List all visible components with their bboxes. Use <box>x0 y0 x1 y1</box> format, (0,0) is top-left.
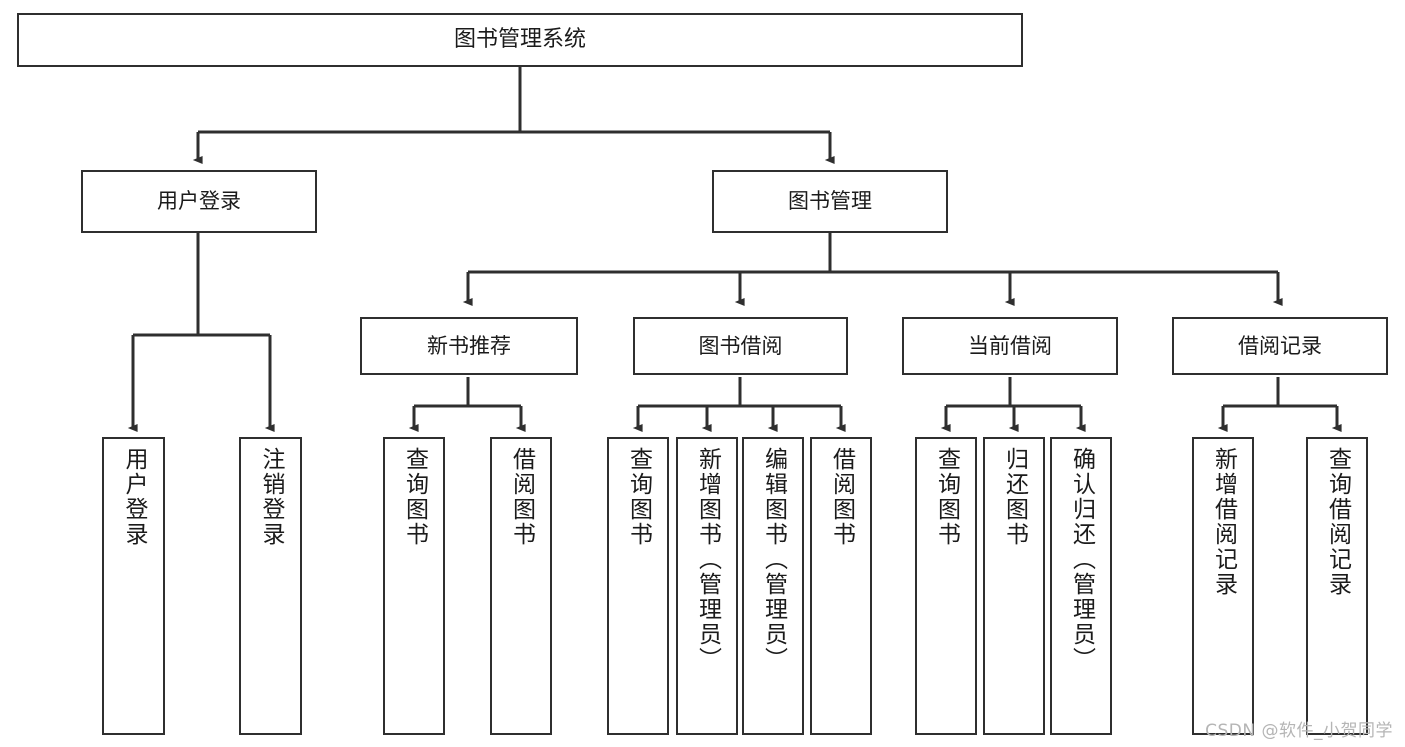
csdn-watermark: CSDN @软件_小贺同学 <box>1205 721 1393 741</box>
leaf-query-record[interactable]: 查询借阅记录 <box>1306 437 1368 735</box>
node-book-management-label: 图书管理 <box>788 189 872 214</box>
leaf-confirm-return[interactable]: 确认归还（管理员） <box>1050 437 1112 735</box>
leaf-add-book[interactable]: 新增图书（管理员） <box>676 437 738 735</box>
leaf-add-record[interactable]: 新增借阅记录 <box>1192 437 1254 735</box>
node-user-login[interactable]: 用户登录 <box>81 170 317 233</box>
leaf-query-book-3[interactable]: 查询图书 <box>915 437 977 735</box>
leaf-query-book-3-label: 查询图书 <box>933 447 960 547</box>
leaf-query-book-2-label: 查询图书 <box>625 447 652 547</box>
leaf-query-record-label: 查询借阅记录 <box>1324 447 1351 597</box>
node-borrow-record-label: 借阅记录 <box>1238 333 1322 358</box>
node-book-borrow-label: 图书借阅 <box>698 333 783 358</box>
leaf-borrow-book-1-label: 借阅图书 <box>508 447 535 547</box>
node-root[interactable]: 图书管理系统 <box>17 13 1023 67</box>
leaf-borrow-book-1[interactable]: 借阅图书 <box>490 437 552 735</box>
node-borrow-record[interactable]: 借阅记录 <box>1172 317 1388 375</box>
leaf-borrow-book-2[interactable]: 借阅图书 <box>810 437 872 735</box>
leaf-confirm-return-label: 确认归还（管理员） <box>1068 447 1095 672</box>
leaf-borrow-book-2-label: 借阅图书 <box>828 447 855 547</box>
node-root-label: 图书管理系统 <box>453 27 586 53</box>
node-new-book-recommend[interactable]: 新书推荐 <box>360 317 578 375</box>
node-current-borrow[interactable]: 当前借阅 <box>902 317 1118 375</box>
leaf-query-book-1[interactable]: 查询图书 <box>383 437 445 735</box>
node-book-management[interactable]: 图书管理 <box>712 170 948 233</box>
leaf-return-book[interactable]: 归还图书 <box>983 437 1045 735</box>
node-current-borrow-label: 当前借阅 <box>968 333 1052 358</box>
leaf-user-logout[interactable]: 注销登录 <box>239 437 302 735</box>
leaf-user-login[interactable]: 用户登录 <box>102 437 165 735</box>
node-new-book-recommend-label: 新书推荐 <box>427 333 511 358</box>
leaf-user-logout-label: 注销登录 <box>258 447 284 547</box>
leaf-query-book-2[interactable]: 查询图书 <box>607 437 669 735</box>
node-user-login-label: 用户登录 <box>157 189 241 214</box>
leaf-add-record-label: 新增借阅记录 <box>1210 447 1237 597</box>
node-book-borrow[interactable]: 图书借阅 <box>633 317 848 375</box>
leaf-edit-book-label: 编辑图书（管理员） <box>760 447 787 672</box>
leaf-edit-book[interactable]: 编辑图书（管理员） <box>742 437 804 735</box>
leaf-user-login-label: 用户登录 <box>121 447 147 547</box>
leaf-add-book-label: 新增图书（管理员） <box>694 447 721 672</box>
leaf-return-book-label: 归还图书 <box>1001 447 1028 547</box>
leaf-query-book-1-label: 查询图书 <box>401 447 428 547</box>
